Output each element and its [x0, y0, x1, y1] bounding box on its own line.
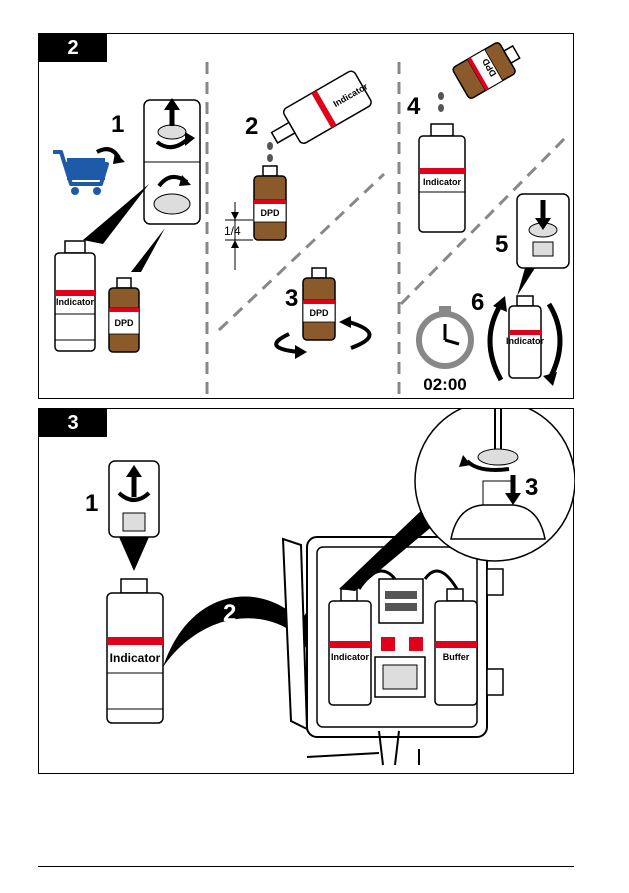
indicator-bottle-pouring: Indicator	[270, 70, 372, 144]
step-number: 1	[111, 111, 124, 138]
step-number: 1	[85, 490, 98, 517]
zoom-pointer	[131, 228, 165, 272]
panel-2-illustration: 1 Indicator	[53, 42, 571, 396]
dpd-bottle: DPD	[253, 165, 287, 241]
invert-arrow	[546, 302, 563, 382]
fill-fraction-label: 1/4	[224, 224, 241, 238]
step-number: 6	[471, 289, 484, 316]
step-number: 4	[407, 93, 421, 120]
indicator-bottle: Indicator	[106, 578, 164, 724]
shopping-cart-icon	[53, 147, 125, 195]
step-number: 3	[285, 285, 298, 312]
bottle-label: DPD	[309, 308, 329, 318]
cap-install-zoom: 3	[414, 409, 575, 562]
bottle-label: Indicator	[110, 651, 161, 665]
indicator-bottle: Indicator	[54, 240, 96, 352]
indicator-bottle: Indicator	[418, 123, 466, 233]
zoom-pointer	[339, 507, 441, 591]
drop-icon	[267, 154, 273, 162]
step-number: 5	[495, 231, 508, 258]
bottle-label: Buffer	[443, 652, 470, 662]
buffer-bottle: Buffer	[434, 588, 478, 706]
zoom-pointer	[83, 184, 149, 244]
zoom-pointer	[119, 537, 149, 571]
swirl-arrow	[274, 332, 300, 354]
indicator-bottle: Indicator	[328, 588, 372, 706]
cap-removal-zoom	[108, 460, 160, 538]
step-number: 2	[223, 600, 236, 627]
dpd-bottle-pouring: DPD	[452, 42, 521, 99]
drop-icon	[438, 104, 444, 112]
step-number: 2	[245, 113, 258, 140]
bottle-label: Indicator	[331, 652, 370, 662]
indicator-bottle: Indicator	[506, 295, 545, 379]
swirl-arrow	[348, 320, 372, 350]
zoom-pointer	[517, 268, 535, 296]
cap-install-zoom	[516, 193, 570, 269]
panel-number: 3	[39, 409, 107, 437]
divider-line	[217, 172, 386, 332]
dpd-bottle: DPD	[108, 277, 140, 353]
drop-icon	[267, 142, 273, 150]
bottle-label: DPD	[260, 208, 280, 218]
bottle-label: Indicator	[506, 336, 545, 346]
invert-arrow	[487, 302, 504, 382]
fill-level-dimension: 1/4	[224, 202, 253, 270]
step-panel-3: 3 1 Indicator 2	[38, 408, 575, 774]
footer-rule	[38, 866, 574, 867]
panel-3-illustration: 1 Indicator 2	[85, 409, 575, 766]
bottle-label: DPD	[114, 318, 134, 328]
dpd-bottle: DPD	[302, 267, 336, 341]
step-panel-2: 2 1	[38, 33, 574, 399]
drop-icon	[438, 92, 444, 100]
stopwatch-icon	[416, 306, 474, 369]
cap-removal-zoom	[143, 98, 201, 225]
panel-number: 2	[39, 34, 107, 62]
bottle-label: Indicator	[423, 177, 462, 187]
bottle-label: Indicator	[56, 297, 95, 307]
timer-label: 02:00	[423, 375, 466, 394]
step-number: 3	[525, 474, 538, 501]
